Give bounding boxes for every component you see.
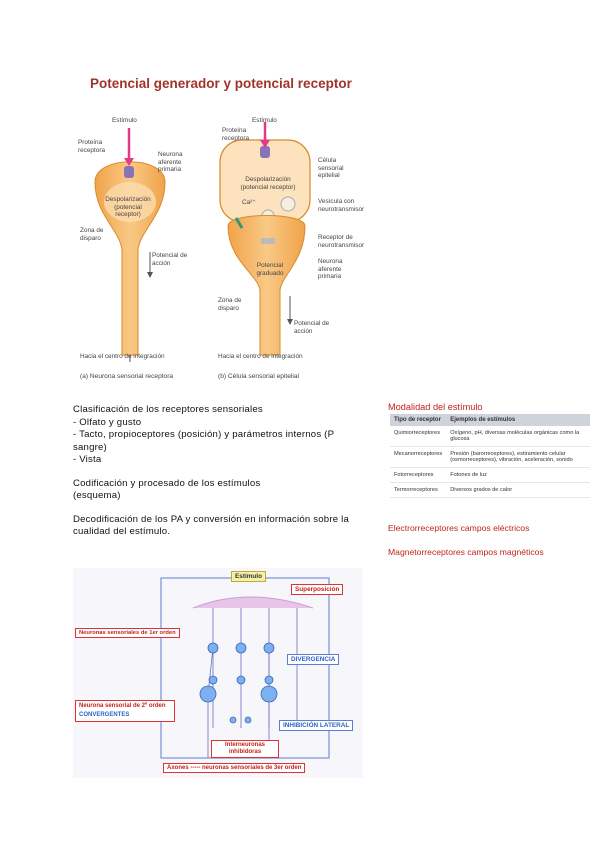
a-caption: (a) Neurona sensorial receptora [80,373,173,380]
convergentes-label: CONVERGENTES [79,712,129,718]
modalidad-table: Tipo de receptor Ejemplos de estímulos Q… [390,414,590,498]
table-row: Termorreceptores Diversos grados de calo… [390,483,590,498]
a-neurona-label: Neurona aferente primaria [158,151,198,174]
decodificacion-line: Decodificación de los PA y conversión en… [73,514,373,527]
b-neurona-label: Neurona aferente primaria [318,258,358,281]
b-potencial-label: Potencial de acción [294,320,330,335]
b-proteina-label: Proteína receptora [222,127,258,142]
b-caption: (b) Célula sensorial epitelial [218,373,299,380]
b-potgrad-label: Potencial graduado [252,262,288,277]
table-row: Mecanorreceptores Presión (barorreceptor… [390,447,590,468]
b-hacia-label: Hacia el centro de integración [218,353,303,361]
table-row: Fotorreceptores Fotones de luz [390,468,590,483]
clasificacion-title: Clasificación de los receptores sensoria… [73,404,373,417]
b-zona-label: Zona de disparo [218,297,248,312]
a-zona-label: Zona de disparo [80,227,114,242]
table-cell: Termorreceptores [390,483,446,498]
table-row: Quimiorreceptores Oxígeno, pH, diversas … [390,426,590,447]
clasificacion-item: sangre) [73,442,373,455]
table-cell: Fotorreceptores [390,468,446,483]
modalidad-title: Modalidad del estímulo [388,402,482,412]
b-receptor-label: Receptor de neurotransmisor [318,234,374,249]
b-despol-label: Despolarización (potencial receptor) [234,176,302,191]
clasificacion-item: - Tacto, propioceptores (posición) y par… [73,429,373,442]
modalidad-table-wrap: Tipo de receptor Ejemplos de estímulos Q… [390,414,590,498]
figure-title: Potencial generador y potencial receptor [90,76,352,91]
a-hacia-label: Hacia el centro de integración [80,353,165,361]
table-cell: Mecanorreceptores [390,447,446,468]
segundo-orden-label: Neurona sensorial de 2º orden [79,703,166,709]
clasificacion-item: - Olfato y gusto [73,417,373,430]
inhibicion-box: INHIBICIÓN LATERAL [279,720,353,731]
superposicion-box: Superposición [291,584,343,595]
segundo-orden-box: Neurona sensorial de 2º orden CONVERGENT… [75,700,175,722]
magneto-line: Magnetorreceptores campos magnéticos [388,547,544,557]
neuron-a [95,128,165,362]
col-header: Tipo de receptor [390,414,446,426]
convergence-diagram: Estímulo Superposición Neuronas sensoria… [73,568,363,778]
b-ca-label: Ca²⁺ [242,199,256,207]
table-cell: Quimiorreceptores [390,426,446,447]
decodificacion-line: cualidad del estímulo. [73,526,373,539]
interneuronas-box: Interneuronas inhibidoras [211,740,279,758]
estimulo-box: Estímulo [231,571,266,582]
table-cell: Presión (barorreceptores), estiramiento … [446,447,590,468]
axones-box: Axones ----- neuronas sensoriales de 3er… [163,763,305,773]
a-estimulo-label: Estímulo [112,117,137,125]
divergencia-box: DIVERGENCIA [287,654,339,665]
b-celula-label: Célula sensorial epitelial [318,157,358,180]
col-header: Ejemplos de estímulos [446,414,590,426]
notes-block: Clasificación de los receptores sensoria… [73,404,373,539]
codificacion-title: Codificación y procesado de los estímulo… [73,478,373,491]
table-cell: Oxígeno, pH, diversas moléculas orgánica… [446,426,590,447]
primer-orden-box: Neuronas sensoriales de 1er orden [75,628,180,638]
a-proteina-label: Proteína receptora [78,139,118,154]
a-despol-label: Despolarización (potencial receptor) [104,196,152,219]
codificacion-sub: (esquema) [73,490,373,503]
b-estimulo-label: Estímulo [252,117,277,125]
table-cell: Fotones de luz [446,468,590,483]
table-cell: Diversos grados de calor [446,483,590,498]
a-potencial-label: Potencial de acción [152,252,188,267]
electro-line: Electrorreceptores campos eléctricos [388,523,529,533]
b-vesicula-label: Vesícula con neurotransmisor [318,198,372,213]
clasificacion-item: - Vista [73,454,373,467]
